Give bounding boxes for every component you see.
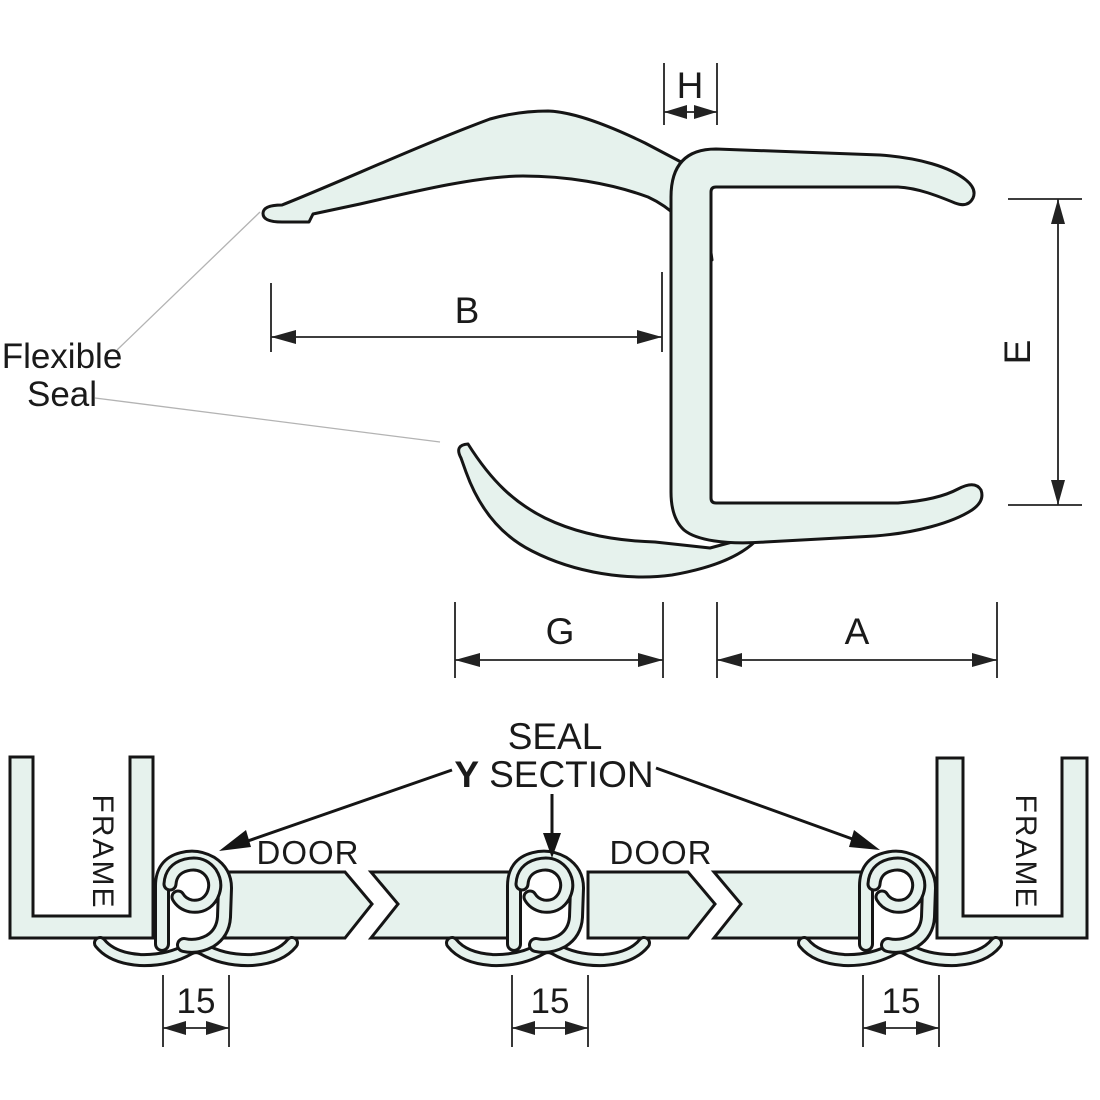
arrowhead-bottom	[1051, 480, 1065, 505]
dim-label-a: A	[845, 611, 870, 652]
door-left-segment-2	[367, 870, 512, 940]
callout-arrowhead-left	[219, 830, 251, 851]
dim-label-b: B	[455, 290, 480, 331]
door-left-label: DOOR	[257, 834, 360, 871]
c-channel-body	[669, 147, 984, 545]
upper-flexible-wing	[261, 109, 714, 262]
seal-callout-bold-y: Y	[454, 754, 479, 795]
dimension-annotations-bottom: 15 15 15	[162, 975, 940, 1047]
door-right-segment-1	[586, 870, 717, 940]
callout-arrow-left-line	[241, 768, 453, 845]
dimension-gap-left: 15	[162, 975, 230, 1047]
arrowhead-right	[916, 1021, 939, 1035]
dimension-h: H	[663, 63, 718, 125]
flexible-seal-label-line1: Flexible	[2, 337, 123, 376]
arrowhead-left	[455, 653, 480, 667]
arrowhead-left	[163, 1021, 186, 1035]
arrowhead-left	[863, 1021, 886, 1035]
frame-left-label: FRAME	[86, 795, 119, 910]
dimension-annotations-top: H B E G	[270, 63, 1082, 678]
arrowhead-left	[512, 1021, 535, 1035]
leader-line-lower	[94, 397, 441, 443]
dimension-gap-middle: 15	[511, 975, 589, 1047]
seal-callout-line1: SEAL	[508, 716, 603, 757]
arrowhead-left	[271, 330, 296, 344]
flexible-seal-callout: Flexible Seal	[2, 211, 441, 443]
arrowhead-right	[206, 1021, 229, 1035]
frame-left	[8, 755, 155, 940]
dimension-e: E	[997, 198, 1082, 506]
arrowhead-right	[694, 105, 717, 119]
arrowhead-left	[717, 653, 742, 667]
door-right-segment-2	[710, 870, 867, 940]
arrowhead-left	[664, 105, 687, 119]
callout-arrow-right-line	[655, 766, 859, 843]
door-right-label: DOOR	[610, 834, 713, 871]
callout-arrowhead-right	[849, 830, 880, 850]
flexible-seal-label-line2: Seal	[27, 375, 97, 414]
dimension-g: G	[454, 602, 664, 678]
arrowhead-right	[638, 653, 663, 667]
dim-label-15-left: 15	[177, 982, 216, 1021]
dim-label-e: E	[997, 340, 1038, 365]
seal-callout-rest: SECTION	[489, 754, 653, 795]
door-left-segment-1	[223, 870, 374, 940]
arrowhead-right	[637, 330, 662, 344]
frames	[8, 755, 1089, 940]
seal-cross-section	[261, 109, 984, 579]
dimension-b: B	[270, 272, 663, 352]
dim-label-g: G	[546, 611, 575, 652]
dim-label-15-middle: 15	[531, 982, 570, 1021]
frame-right	[935, 756, 1089, 940]
arrowhead-right	[565, 1021, 588, 1035]
arrowhead-right	[972, 653, 997, 667]
dim-label-15-right: 15	[882, 982, 921, 1021]
lower-flexible-wing	[457, 442, 764, 579]
dimension-a: A	[716, 602, 998, 678]
dim-label-h: H	[677, 65, 704, 106]
dimension-gap-right: 15	[862, 975, 940, 1047]
arrowhead-top	[1051, 199, 1065, 224]
callout-arrowhead-middle	[543, 833, 561, 858]
frame-right-label: FRAME	[1009, 795, 1042, 910]
door-panels	[223, 870, 867, 940]
leader-line-upper	[116, 211, 261, 351]
